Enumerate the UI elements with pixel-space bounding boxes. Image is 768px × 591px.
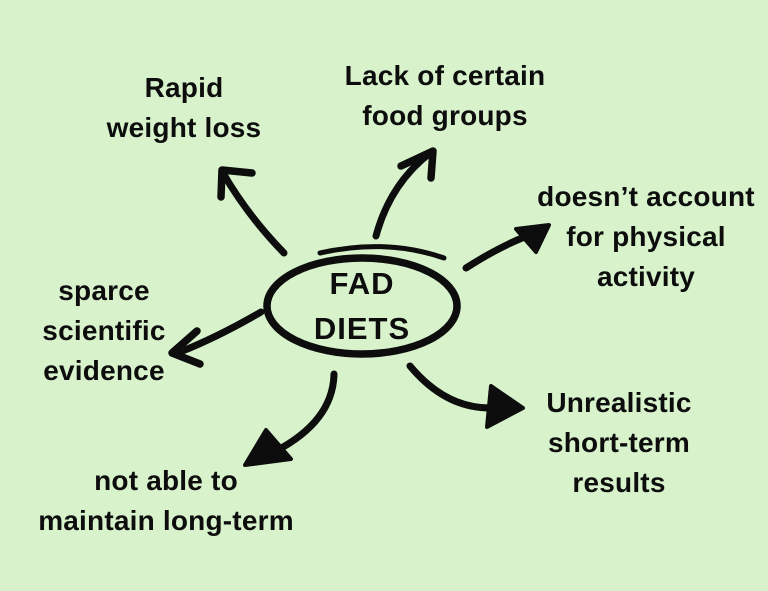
arrow-no-physical-activity — [462, 223, 551, 272]
node-rapid-weight-loss: Rapid weight loss — [59, 68, 309, 148]
arrow-sparce-evidence — [168, 308, 265, 368]
arrowhead — [397, 147, 437, 182]
node-sparce-evidence: sparce scientific evidence — [14, 271, 194, 391]
node-lack-of-food-groups: Lack of certain food groups — [305, 56, 585, 136]
node-line: Lack of certain — [344, 60, 546, 91]
node-line: evidence — [43, 355, 165, 386]
center-line-1: FAD — [329, 266, 395, 301]
node-line: not able to — [94, 465, 238, 496]
node-line: short-term — [547, 427, 690, 458]
node-line: doesn’t account — [537, 181, 755, 212]
arrowhead — [243, 428, 293, 467]
center-node-label: FAD DIETS — [267, 261, 457, 351]
node-line: activity — [596, 261, 696, 292]
arrowhead — [168, 327, 204, 368]
arrowhead — [217, 166, 256, 201]
center-ellipse — [263, 244, 461, 358]
node-line: Unrealistic — [546, 387, 692, 418]
node-line: for physical — [566, 221, 726, 252]
arrowhead — [514, 223, 551, 254]
arrow-lack-of-food-groups — [372, 147, 437, 240]
arrow-not-maintainable — [243, 370, 338, 467]
arrowhead — [485, 384, 525, 429]
node-not-maintainable: not able to maintain long-term — [21, 461, 311, 541]
arrow-unrealistic-results — [406, 362, 525, 429]
node-line: sparce — [58, 275, 150, 306]
center-line-2: DIETS — [313, 311, 411, 346]
node-line: food groups — [362, 100, 528, 131]
node-line: maintain long-term — [38, 505, 294, 536]
node-unrealistic-results: Unrealistic short-term results — [519, 383, 719, 503]
node-line: Rapid — [144, 72, 224, 103]
node-line: weight loss — [106, 112, 262, 143]
node-no-physical-activity: doesn’t account for physical activity — [521, 177, 768, 297]
node-line: scientific — [42, 315, 166, 346]
node-line: results — [572, 467, 666, 498]
arrow-rapid-weight-loss — [217, 166, 288, 257]
